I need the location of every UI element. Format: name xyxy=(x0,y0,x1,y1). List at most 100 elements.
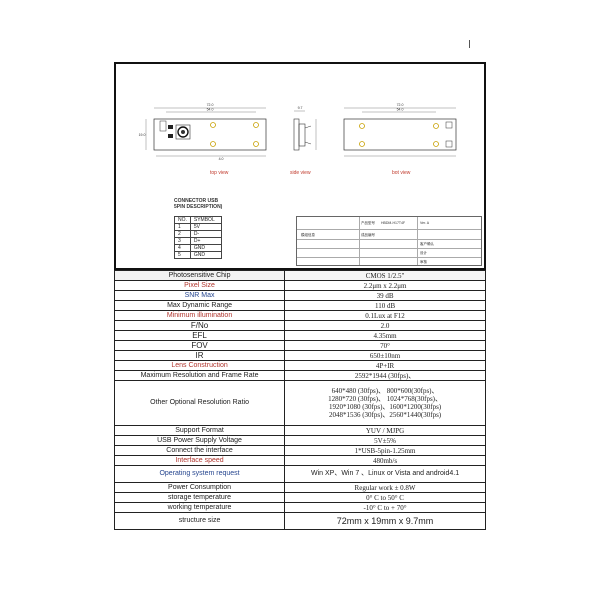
spec-param: working temperature xyxy=(113,502,286,513)
connector-title-line2: 5PIN DESCRIPTION) xyxy=(174,204,223,210)
spec-param: Other Optional Resolution Ratio xyxy=(113,380,286,426)
title-block: 产品型号 HBDM-H17T4F Ver. A 模组信息 成品编号 客户确认 设… xyxy=(296,216,482,266)
spec-row: Pixel Size 2.2μm x 2.2μm xyxy=(113,280,486,291)
spec-row: EFL 4.35mm xyxy=(113,330,486,341)
side-view-pcb xyxy=(293,118,300,151)
spec-value: 1*USB-5pin-1.25mm xyxy=(284,445,486,456)
spec-value-resolutions: 640*480 (30fps)、 800*600(30fps)、 1280*72… xyxy=(284,380,486,426)
title-block-rule xyxy=(417,217,418,265)
spec-param: Max Dynamic Range xyxy=(113,300,286,311)
spec-value: Win XP、Win 7 、Linux or Vista and android… xyxy=(284,465,486,483)
pin-row: 1 5V xyxy=(174,223,222,231)
spec-param: storage temperature xyxy=(113,492,286,503)
mechanical-drawing: 72.0 54.0 19.0 4.0 9.7 72.0 54.0 xyxy=(139,103,457,161)
spec-value: YUV / MJPG xyxy=(284,425,486,436)
spec-param: FOV xyxy=(113,340,286,351)
resolution-line: 1280*720 (30fps)、 1024*768(30fps)、 xyxy=(328,395,443,403)
title-block-row: 成品编号 xyxy=(361,233,375,237)
side-view-lens-edge xyxy=(304,125,312,129)
spec-param: USB Power Supply Voltage xyxy=(113,435,286,446)
spec-value: 110 dB xyxy=(284,300,486,311)
spec-row: USB Power Supply Voltage 5V±5% xyxy=(113,435,486,446)
pin-symbol: D+ xyxy=(189,237,222,245)
pin-symbol: 5V xyxy=(189,223,222,231)
spec-row: working temperature -10° C to + 70° xyxy=(113,502,486,513)
mount-hole xyxy=(433,141,439,147)
side-view-lens xyxy=(298,123,306,147)
spec-param: Interface speed xyxy=(113,455,286,466)
spec-value: 72mm x 19mm x 9.7mm xyxy=(284,512,486,530)
page-mark xyxy=(469,40,470,48)
resolution-line: 2048*1536 (30fps)、2560*1440(30fps) xyxy=(328,411,442,419)
spec-value: -10° C to + 70° xyxy=(284,502,486,513)
spec-row-resolutions: Other Optional Resolution Ratio 640*480 … xyxy=(113,380,486,426)
spec-param: Photosensitive Chip xyxy=(113,270,286,281)
top-view-lens-center xyxy=(181,130,185,134)
mount-hole xyxy=(253,141,259,147)
mount-hole xyxy=(210,141,216,147)
spec-param: Lens Construction xyxy=(113,360,286,371)
dim-label-54-bot: 54.0 xyxy=(397,108,404,112)
title-block-row: 设计 xyxy=(420,251,427,255)
spec-row: Photosensitive Chip CMOS 1/2.5" xyxy=(113,270,486,281)
pin-no: 1 xyxy=(174,223,191,231)
pin-row: 5 GND xyxy=(174,251,222,259)
spec-row: SNR Max 39 dB xyxy=(113,290,486,301)
side-view-label: side view xyxy=(290,170,311,176)
pin-no: 5 xyxy=(174,251,191,259)
pin-row: 4 GND xyxy=(174,244,222,252)
spec-param: EFL xyxy=(113,330,286,341)
spec-param: Support Format xyxy=(113,425,286,436)
top-view-chip xyxy=(168,134,173,138)
specification-table: Photosensitive Chip CMOS 1/2.5" Pixel Si… xyxy=(113,270,486,530)
dim-label-54: 54.0 xyxy=(207,108,214,112)
spec-param: SNR Max xyxy=(113,290,286,301)
spec-value: Regular work ± 0.8W xyxy=(284,482,486,493)
connector-title: CONNECTOR USB 5PIN DESCRIPTION) xyxy=(174,198,222,210)
title-block-rule xyxy=(297,239,481,240)
bot-view-board xyxy=(343,118,457,151)
top-view-board xyxy=(153,118,267,151)
spec-row: Connect the interface 1*USB-5pin-1.25mm xyxy=(113,445,486,456)
side-view-lens-edge xyxy=(304,141,312,145)
spec-row: storage temperature 0° C to 50° C xyxy=(113,492,486,503)
resolution-line: 1920*1080 (30fps)、1600*1200(30fps) xyxy=(328,403,442,411)
spec-param: Pixel Size xyxy=(113,280,286,291)
pin-table: NO. SYMBOL 1 5V 2 D- 3 D+ 4 GND 5 GND xyxy=(174,216,222,259)
title-block-rule xyxy=(297,248,481,249)
top-view-usb-header xyxy=(159,120,167,132)
dim-label-9-7: 9.7 xyxy=(298,106,303,110)
top-view-lens-mount xyxy=(175,124,191,140)
pin-no: 4 xyxy=(174,244,191,252)
spec-value: CMOS 1/2.5" xyxy=(284,270,486,281)
spec-param: Operating system request xyxy=(113,465,286,483)
spec-value: 4.35mm xyxy=(284,330,486,341)
spec-param: Minimum illumination xyxy=(113,310,286,321)
spec-value: 39 dB xyxy=(284,290,486,301)
pin-symbol: GND xyxy=(189,251,222,259)
spec-row: Maximum Resolution and Frame Rate 2592*1… xyxy=(113,370,486,381)
spec-value: 4P+IR xyxy=(284,360,486,371)
spec-value: 2.0 xyxy=(284,320,486,331)
spec-value: 2592*1944 (30fps)、 xyxy=(284,370,486,381)
spec-row: F/No 2.0 xyxy=(113,320,486,331)
mount-hole xyxy=(433,123,439,129)
pin-symbol: D- xyxy=(189,230,222,238)
title-block-rule xyxy=(297,257,481,258)
model-label: 产品型号 xyxy=(361,221,375,225)
pin-table-header: NO. SYMBOL xyxy=(174,216,222,224)
top-view-lens xyxy=(177,126,189,138)
bot-view-label: bot view xyxy=(392,170,411,176)
pin-no-header: NO. xyxy=(174,216,191,224)
spec-value: 650±10nm xyxy=(284,350,486,361)
spec-row: IR 650±10nm xyxy=(113,350,486,361)
dim-label-72: 72.0 xyxy=(207,103,214,107)
spec-value: 2.2μm x 2.2μm xyxy=(284,280,486,291)
mount-hole xyxy=(210,122,216,128)
connector-title-line1: CONNECTOR USB xyxy=(174,198,219,204)
dim-label-4: 4.0 xyxy=(219,157,224,161)
spec-row-os: Operating system request Win XP、Win 7 、L… xyxy=(113,465,486,483)
spec-value: 70° xyxy=(284,340,486,351)
spec-row: Power Consumption Regular work ± 0.8W xyxy=(113,482,486,493)
dim-label-19: 19.0 xyxy=(139,133,146,137)
